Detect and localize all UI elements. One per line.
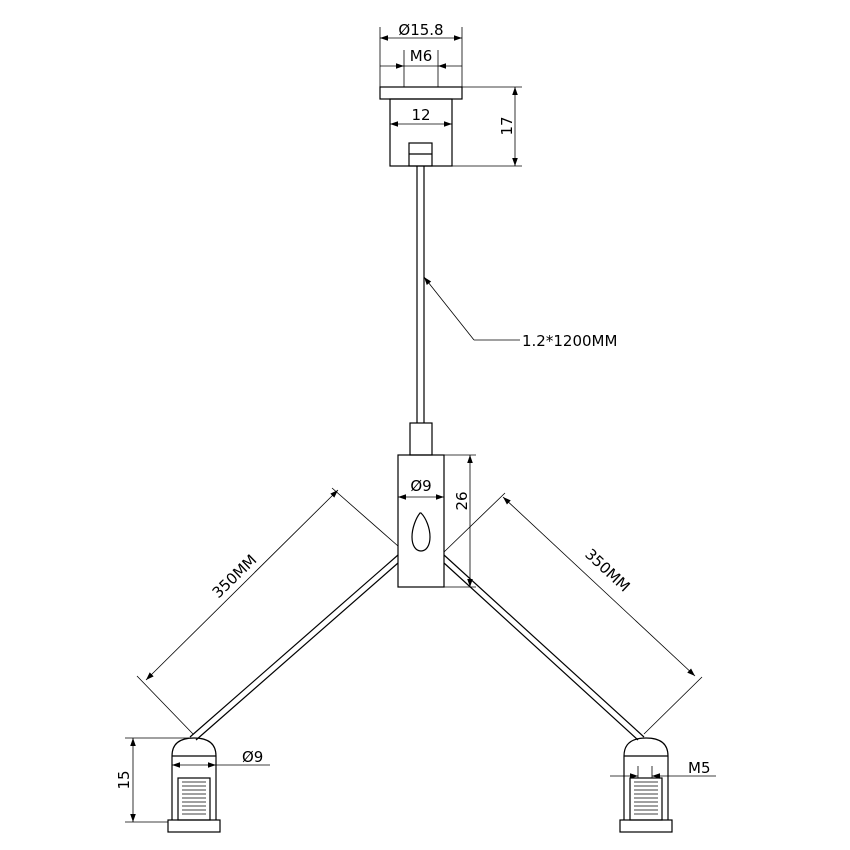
top-diameter-dimension: Ø15.8 — [379, 21, 463, 87]
left-thread-pattern — [182, 781, 206, 815]
splitter-height-label: 26 — [453, 491, 471, 510]
right-end-thread-label: M5 — [688, 759, 711, 777]
left-branch-length-label: 350MM — [209, 551, 261, 602]
top-height-dimension: 17 — [452, 86, 522, 167]
top-inner-width-label: 12 — [411, 106, 430, 124]
right-end-fitting — [619, 737, 673, 833]
cable-leader: 1.2*1200MM — [423, 276, 617, 350]
left-end-diameter-dimension: Ø9 — [172, 748, 270, 768]
right-thread-pattern — [634, 781, 658, 815]
left-end-height-dimension: 15 — [115, 737, 192, 823]
splitter-body — [397, 422, 445, 588]
main-cable — [416, 166, 425, 423]
right-branch-length-label: 350MM — [581, 545, 633, 595]
top-diameter-label: Ø15.8 — [398, 21, 443, 39]
top-inner-width-dimension: 12 — [390, 106, 452, 127]
splitter-height-dimension: 26 — [444, 454, 476, 588]
splitter-bore-dimension: Ø9 — [398, 477, 444, 500]
top-thread-label: M6 — [410, 47, 433, 65]
top-height-label: 17 — [498, 116, 516, 135]
left-end-diameter-label: Ø9 — [242, 748, 263, 766]
splitter-bore-label: Ø9 — [410, 477, 431, 495]
left-end-fitting — [167, 737, 221, 833]
left-end-height-label: 15 — [115, 770, 133, 789]
left-branch-length-dimension: 350MM — [136, 487, 399, 735]
top-fitting — [379, 86, 463, 167]
right-end-thread-dimension: M5 — [610, 759, 716, 779]
top-thread-dimension: M6 — [380, 47, 462, 87]
cable-spec-label: 1.2*1200MM — [522, 332, 617, 350]
right-branch-length-dimension: 350MM — [443, 492, 703, 735]
